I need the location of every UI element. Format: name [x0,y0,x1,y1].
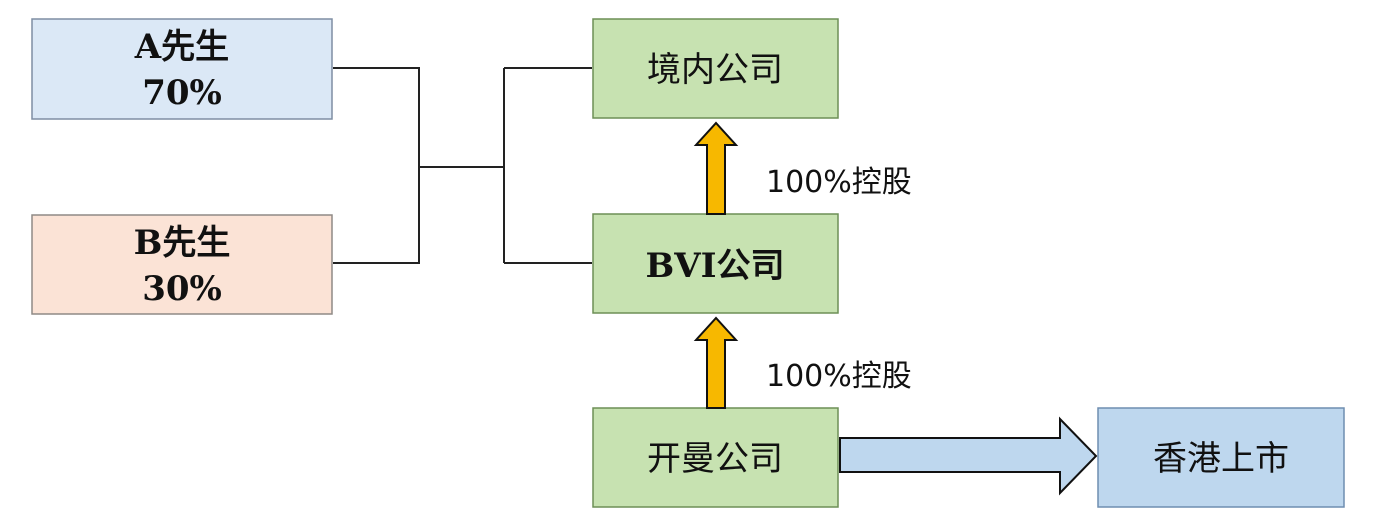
person-b-share: 30% [142,269,222,309]
domestic-company-label: 境内公司 [647,50,783,90]
kaiman-company-node: 开曼公司 [592,407,839,508]
kaiman-company-box [592,407,839,508]
bvi-to-domestic-label: 100%控股 [766,165,912,200]
domestic-company-box [592,18,839,119]
domestic-company-node: 境内公司 [592,18,839,119]
arrow-kaiman-to-bvi [693,316,739,409]
person-a-share: 70% [142,73,222,113]
arrow-kaiman-to-hk [839,416,1098,496]
person-b-node: B先生 30% [31,214,333,315]
hk-listing-box [1097,407,1345,508]
person-b-box [31,214,333,315]
bvi-company-label: BVI公司 [645,246,784,286]
hk-listing-label: 香港上市 [1153,439,1289,479]
bvi-company-node: BVI公司 [592,213,839,314]
bvi-company-box [592,213,839,314]
person-a-name: A先生 [134,27,229,67]
person-b-name: B先生 [134,223,231,263]
person-a-box [31,18,333,120]
person-a-node: A先生 70% [31,18,333,120]
kaiman-to-bvi-label: 100%控股 [766,359,912,394]
shareholder-bracket-connector [333,67,592,264]
arrow-bvi-to-domestic [693,121,739,215]
kaiman-company-label: 开曼公司 [647,439,783,479]
hk-listing-node: 香港上市 [1097,407,1345,508]
